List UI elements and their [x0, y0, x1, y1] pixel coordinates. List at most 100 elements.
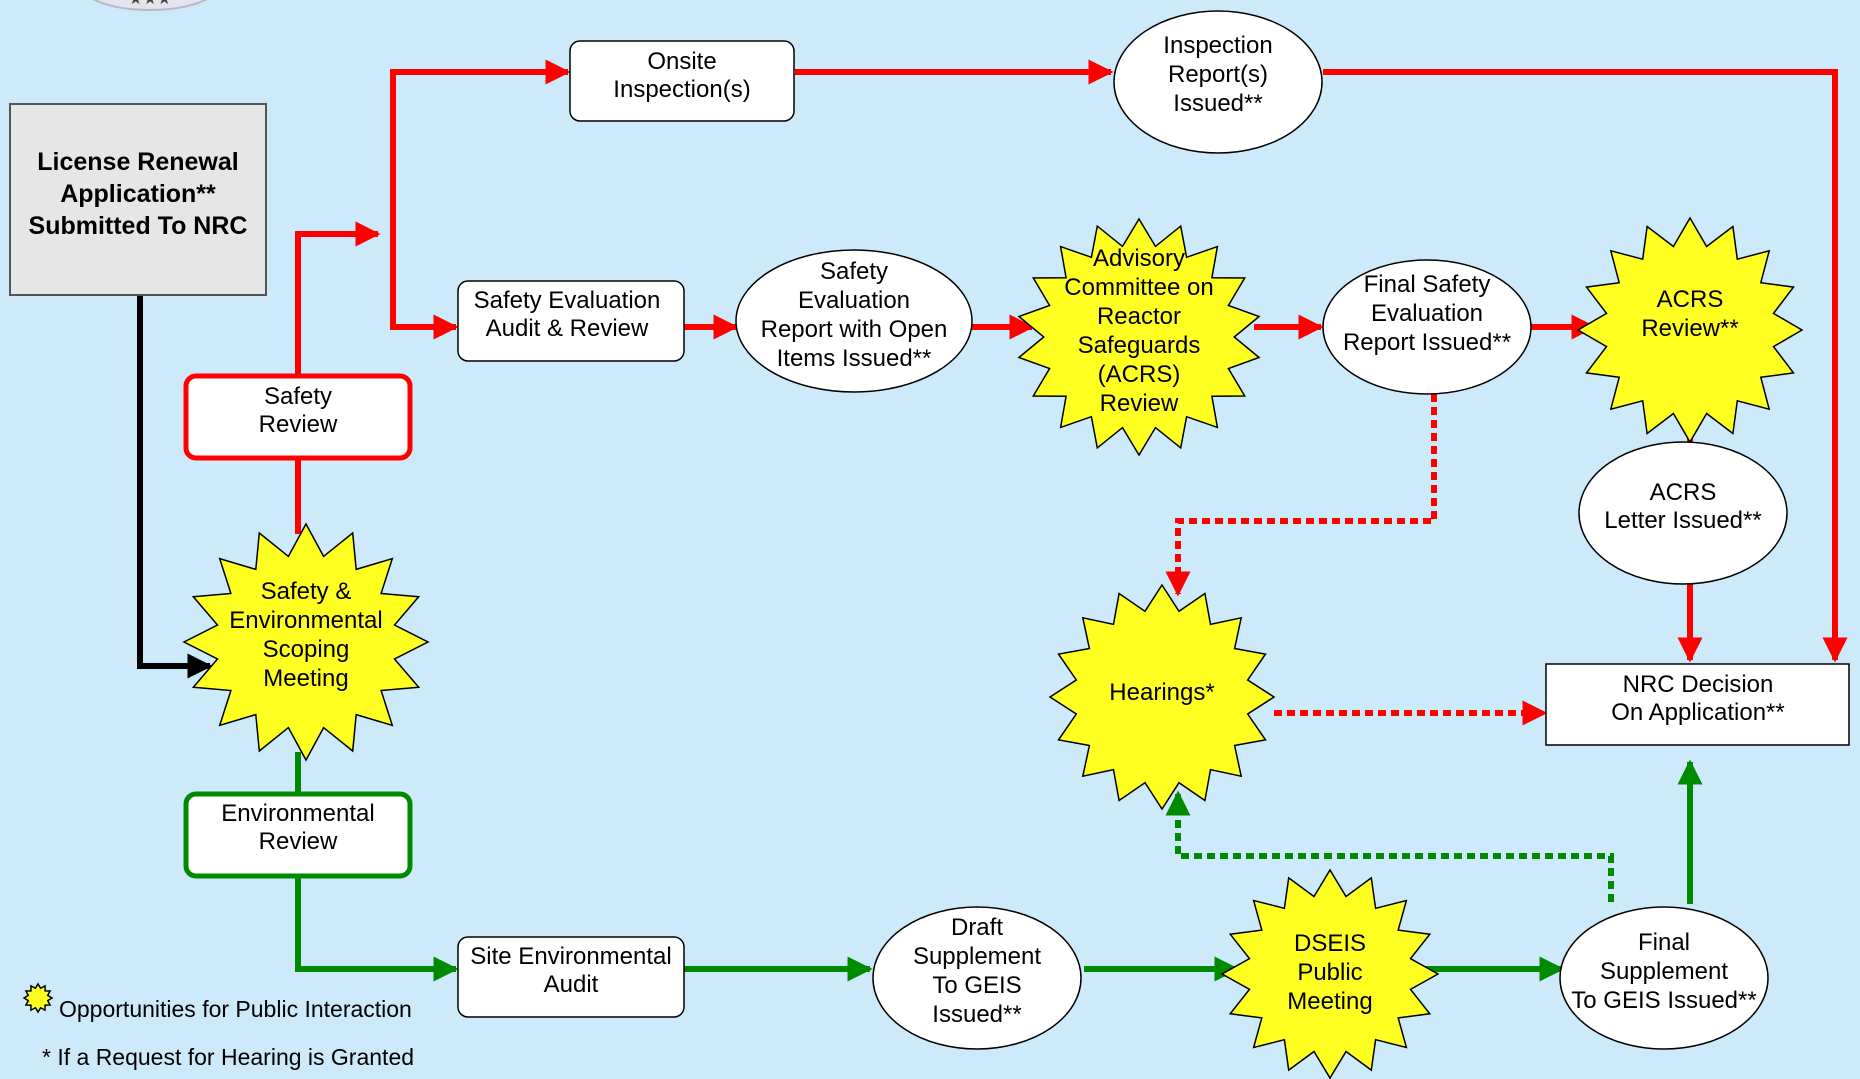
- hearings-starburst: Hearings*: [1048, 583, 1276, 811]
- ser-open-items-ellipse-shape: [735, 249, 973, 393]
- legend-hearing-note: * If a Request for Hearing is Granted: [42, 1044, 414, 1070]
- start-connectors: [137, 295, 213, 679]
- acrs-committee-starburst-label: (ACRS): [1098, 361, 1181, 388]
- inspection-report-ellipse-shape: [1113, 10, 1323, 154]
- arrow-environmental-review-to-site-audit: [295, 876, 459, 982]
- environmental-review-box-label: Environmental: [221, 800, 374, 827]
- dotted-final-supplement-to-hearings: [1165, 790, 1614, 902]
- inspection-report-ellipse-label: Report(s): [1168, 61, 1268, 88]
- seal-icon: ★★★: [92, 0, 208, 11]
- application-submitted-box-label: License Renewal: [37, 148, 238, 176]
- environmental-connectors: [295, 752, 1703, 982]
- final-supplement-ellipse-label: Supplement: [1600, 958, 1728, 985]
- onsite-inspection-box-shape: [569, 40, 795, 122]
- inspection-report-ellipse-label: Issued**: [1173, 90, 1262, 117]
- final-ser-ellipse-label: Final Safety: [1364, 271, 1491, 298]
- draft-supplement-ellipse-label: Supplement: [913, 943, 1041, 970]
- acrs-review-starburst-label: ACRS: [1657, 286, 1724, 313]
- arrow-application-to-scoping: [137, 295, 213, 679]
- acrs-committee-starburst-label: Review: [1100, 390, 1179, 417]
- safety-review-box-label: Review: [259, 411, 338, 438]
- ser-open-items-ellipse-label: Evaluation: [798, 287, 910, 314]
- legend-public-interaction: Opportunities for Public Interaction: [59, 996, 412, 1022]
- arrow-branch-to-safety-evaluation-audit: [390, 72, 459, 340]
- draft-supplement-ellipse-label: Issued**: [932, 1001, 1021, 1028]
- final-supplement-ellipse-label: To GEIS Issued**: [1571, 987, 1756, 1014]
- acrs-letter-ellipse-label: ACRS: [1650, 479, 1717, 506]
- site-environmental-audit-box-label: Audit: [544, 971, 599, 998]
- onsite-inspection-box-label: Inspection(s): [613, 76, 750, 103]
- acrs-review-starburst-label: Review**: [1641, 315, 1738, 342]
- ser-open-items-ellipse-label: Items Issued**: [777, 345, 932, 372]
- final-supplement-ellipse-shape: [1559, 906, 1769, 1050]
- dseis-meeting-starburst-label: Meeting: [1287, 988, 1372, 1015]
- svg-text:★★★: ★★★: [128, 0, 171, 8]
- acrs-committee-starburst-label: Committee on: [1064, 274, 1213, 301]
- draft-supplement-ellipse-label: Draft: [951, 914, 1003, 941]
- hearings-starburst-label: Hearings*: [1109, 679, 1214, 706]
- scoping-meeting-starburst-shape: [182, 522, 430, 762]
- dseis-meeting-starburst-shape: [1220, 868, 1440, 1079]
- ser-open-items-ellipse-label: Safety: [820, 258, 888, 285]
- arrow-inspection-report-to-decision: [1323, 69, 1848, 663]
- application-submitted-box-shape: [9, 103, 267, 296]
- acrs-committee-starburst-label: Safeguards: [1078, 332, 1201, 359]
- safety-evaluation-audit-box-shape: [457, 280, 685, 362]
- arrow-safety-review-to-branch: [295, 221, 381, 376]
- inspection-report-ellipse-label: Inspection: [1163, 32, 1272, 59]
- acrs-committee-starburst-shape: [1017, 217, 1261, 457]
- scoping-meeting-starburst-label: Environmental: [229, 607, 382, 634]
- environmental-review-box-shape: [183, 791, 413, 879]
- scoping-meeting-starburst-label: Safety &: [261, 578, 352, 605]
- site-environmental-audit-box-shape: [457, 936, 685, 1018]
- nrc-decision-box-shape: [1545, 663, 1850, 746]
- final-ser-ellipse-shape: [1322, 259, 1532, 395]
- dseis-meeting-starburst-label: Public: [1297, 959, 1362, 986]
- onsite-inspection-box-label: Onsite: [647, 48, 716, 75]
- starburst-icon: [22, 982, 54, 1014]
- nrc-decision-box-label: On Application**: [1611, 699, 1784, 726]
- application-submitted-box-label: Submitted To NRC: [29, 212, 248, 240]
- final-ser-ellipse-label: Report Issued**: [1343, 329, 1511, 356]
- acrs-letter-ellipse-shape: [1578, 441, 1788, 585]
- dseis-meeting-starburst-label: DSEIS: [1294, 930, 1366, 957]
- legend: Opportunities for Public Interaction * I…: [22, 982, 414, 1070]
- application-submitted-box-label: Application**: [60, 180, 216, 208]
- safety-review-box-label: Safety: [264, 383, 332, 410]
- safety-evaluation-audit-box-label: Audit & Review: [486, 315, 649, 342]
- site-environmental-audit-box-label: Site Environmental: [470, 943, 671, 970]
- acrs-committee-starburst-label: Advisory: [1093, 245, 1185, 272]
- draft-supplement-ellipse-shape: [872, 906, 1082, 1050]
- dotted-final-ser-to-hearings: [1165, 394, 1437, 597]
- hearings-starburst-shape: [1048, 583, 1276, 811]
- safety-review-box-shape: [183, 373, 413, 461]
- safety-evaluation-audit-box-label: Safety Evaluation: [474, 287, 661, 314]
- environmental-review-box-label: Review: [259, 828, 338, 855]
- scoping-meeting-starburst-label: Scoping: [263, 636, 350, 663]
- final-supplement-ellipse-label: Final: [1638, 929, 1690, 956]
- draft-supplement-ellipse-label: To GEIS: [932, 972, 1021, 999]
- final-ser-ellipse-label: Evaluation: [1371, 300, 1483, 327]
- acrs-letter-ellipse-label: Letter Issued**: [1604, 507, 1761, 534]
- scoping-meeting-starburst-label: Meeting: [263, 665, 348, 692]
- ser-open-items-ellipse-label: Report with Open: [761, 316, 948, 343]
